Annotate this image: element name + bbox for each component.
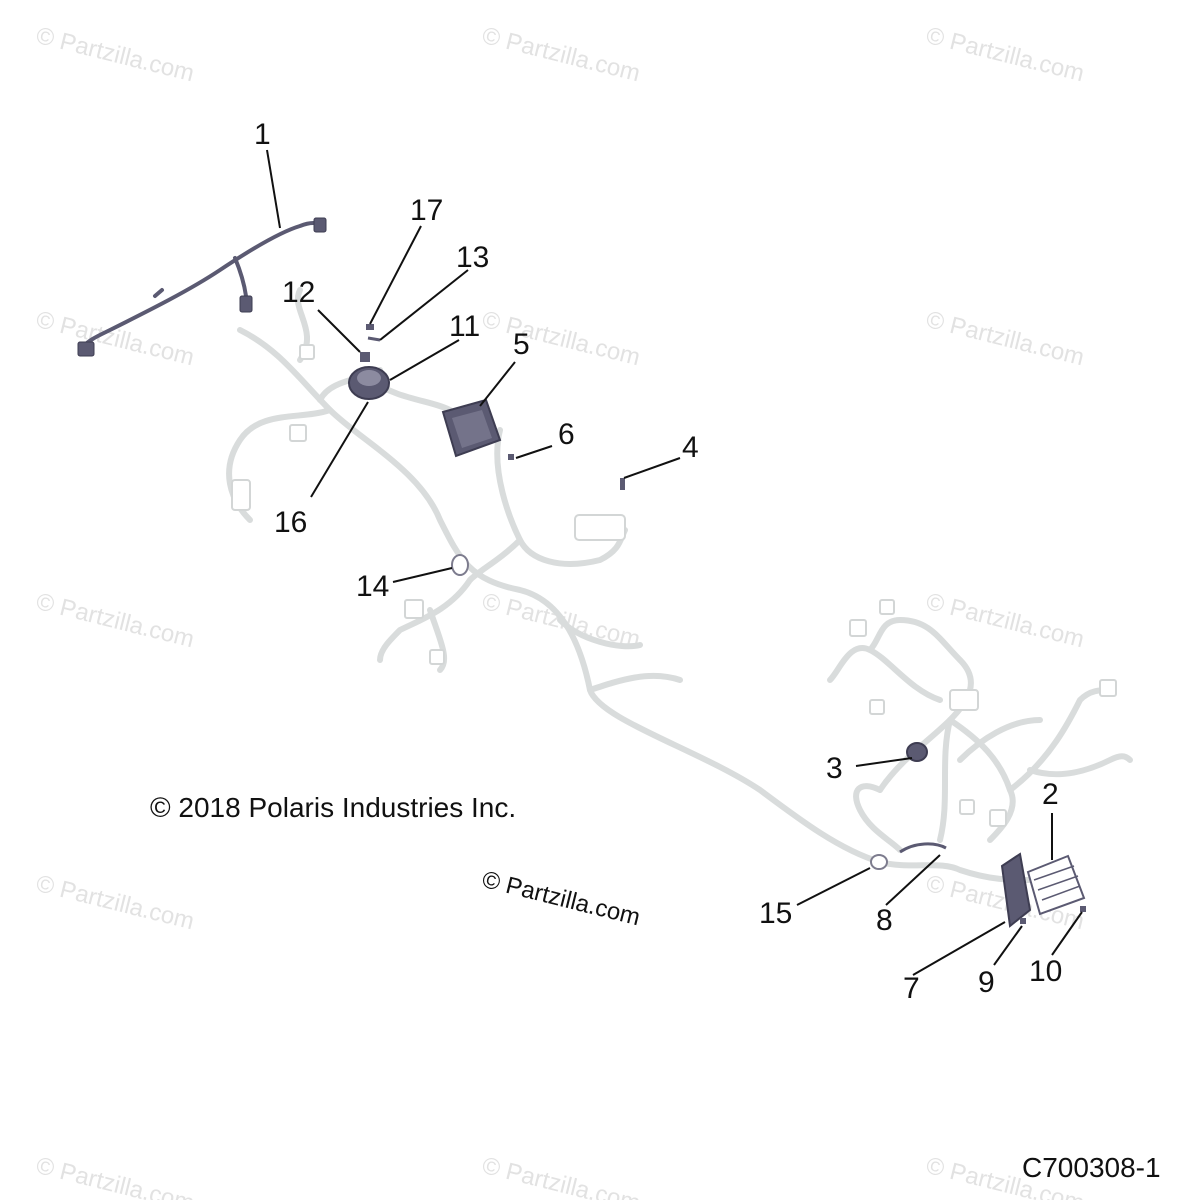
grommet-15 <box>870 854 888 870</box>
harness-connectors <box>231 344 1117 827</box>
screw-9 <box>1020 918 1026 924</box>
front-harness-connectors <box>77 217 327 357</box>
callout-2: 2 <box>1042 778 1059 811</box>
fuse-box-11 <box>348 366 390 400</box>
copyright-notice: © 2018 Polaris Industries Inc. <box>150 792 517 823</box>
callout-11: 11 <box>449 310 481 343</box>
callout-13: 13 <box>456 241 490 274</box>
callout-6: 6 <box>558 418 575 451</box>
bracket-12 <box>360 352 370 362</box>
screw-10 <box>1080 906 1086 912</box>
callout-8: 8 <box>876 904 893 937</box>
screw-6 <box>508 454 514 460</box>
callout-7: 7 <box>903 972 920 1005</box>
callout-14: 14 <box>356 570 390 603</box>
regulator-2 <box>1026 854 1086 916</box>
callout-9: 9 <box>978 966 995 999</box>
wire-clip-8 <box>899 842 947 854</box>
clip-13 <box>367 336 381 342</box>
fastener-17 <box>366 324 374 330</box>
diagram-id: C700308-1 <box>1022 1152 1161 1183</box>
callout-12: 12 <box>282 276 316 309</box>
callout-10: 10 <box>1029 955 1063 988</box>
grommet-14 <box>451 554 469 576</box>
callout-1: 1 <box>254 118 271 151</box>
callout-3: 3 <box>826 752 843 785</box>
callout-4: 4 <box>682 431 699 464</box>
callout-5: 5 <box>513 328 530 361</box>
ecu-5 <box>441 398 502 458</box>
callout-17: 17 <box>410 194 444 227</box>
screw-4 <box>620 478 625 490</box>
grommet-3 <box>906 742 928 762</box>
leader-lines <box>266 149 1083 976</box>
callout-15: 15 <box>759 897 793 930</box>
bracket-7 <box>1000 852 1032 928</box>
front-harness-1 <box>80 221 324 350</box>
callout-16: 16 <box>274 506 308 539</box>
